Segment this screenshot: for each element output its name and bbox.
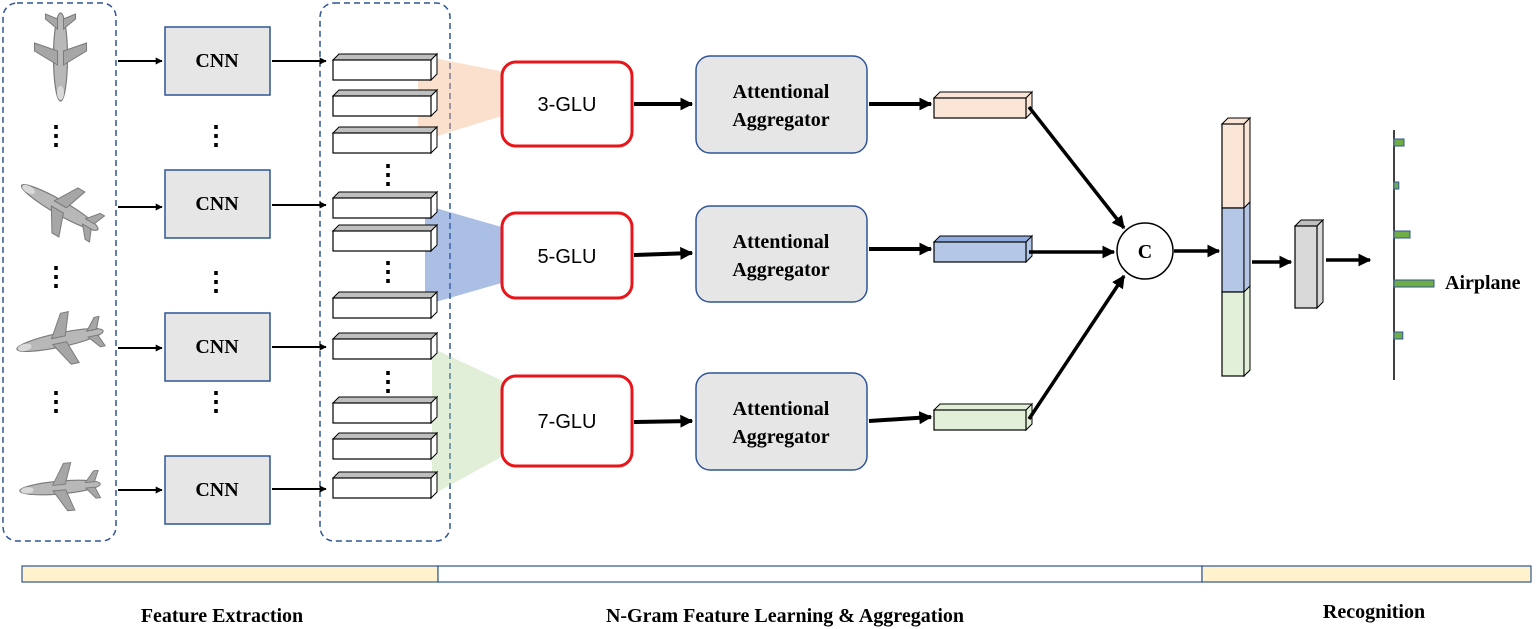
aggregator-label-line2: Aggregator (732, 259, 829, 281)
ellipsis-features-2: ⋮ (375, 257, 401, 286)
glu7-label: 7-GLU (538, 411, 597, 433)
concatenated-shape-feature (1220, 116, 1252, 378)
ngram5-feature (932, 234, 1034, 264)
view-feature-bar (331, 52, 439, 82)
arrow-aggregator3-to-feature (868, 411, 933, 425)
prediction-bar (1393, 331, 1404, 340)
glu7-receptive-field (432, 348, 505, 495)
prediction-bar (1393, 279, 1435, 288)
classifier-block (1293, 218, 1325, 310)
cnn-label: CNN (195, 336, 239, 358)
glu5-receptive-field (425, 205, 505, 305)
stage-bar-recognition (1201, 565, 1532, 583)
prediction-histogram: Airplane (1393, 130, 1521, 380)
prediction-bar (1393, 230, 1411, 239)
concat-node: C (1116, 222, 1174, 280)
stage-label-recognition: Recognition (1323, 601, 1425, 623)
ellipsis-cnn-2: ⋮ (203, 267, 229, 296)
input-views-container (2, 2, 117, 542)
airplane-view-4 (17, 459, 103, 516)
ellipsis-cnn-3: ⋮ (203, 387, 229, 416)
predicted-class-label: Airplane (1445, 272, 1521, 294)
arrow-glu7-to-aggregator (633, 414, 694, 428)
cnn-label: CNN (195, 479, 239, 501)
view-feature-bar (331, 470, 439, 500)
ellipsis-features-3: ⋮ (375, 367, 401, 396)
aggregator-label-line1: Attentional (733, 398, 830, 420)
stage-bar-ngram-learning (437, 565, 1203, 583)
view-feature-bar (331, 223, 439, 253)
glu3-block: 3-GLU (500, 60, 634, 148)
aggregator-label-line2: Aggregator (732, 109, 829, 131)
glu5-label: 5-GLU (538, 246, 597, 268)
ellipsis-views-1: ⋮ (43, 121, 69, 150)
attentional-aggregator-1: Attentional Aggregator (695, 55, 868, 154)
view-feature-bar (331, 331, 439, 361)
arrow-glu5-to-aggregator (633, 246, 694, 260)
view-feature-bar (331, 190, 439, 220)
view-feature-bar (331, 431, 439, 461)
arrow-ngram7-to-concat (1027, 274, 1126, 420)
glu3-label: 3-GLU (538, 94, 597, 116)
view-feature-bar (331, 125, 439, 155)
ellipsis-features-1: ⋮ (375, 160, 401, 189)
cnn-label: CNN (195, 193, 239, 215)
cnn-label: CNN (195, 50, 239, 72)
cnn-block-1: CNN (164, 26, 271, 96)
view-features-container (319, 2, 451, 542)
airplane-view-1 (33, 12, 88, 102)
glu5-block: 5-GLU (500, 211, 634, 300)
cnn-block-4: CNN (164, 455, 271, 525)
prediction-bar (1393, 138, 1405, 147)
aggregator-label-line1: Attentional (733, 81, 830, 103)
stage-bar-feature-extraction (21, 565, 439, 583)
arrow-ngram3-to-concat (1027, 105, 1126, 230)
aggregator-label-line1: Attentional (733, 231, 830, 253)
ngram3-feature (932, 90, 1034, 120)
airplane-view-2 (7, 162, 112, 253)
stage-label-ngram-learning: N-Gram Feature Learning & Aggregation (606, 605, 964, 627)
view-feature-bar (331, 395, 439, 425)
cnn-block-2: CNN (164, 169, 271, 239)
glu3-receptive-field (418, 55, 505, 142)
ngram7-feature (932, 402, 1034, 432)
view-feature-bar (331, 290, 439, 320)
cnn-block-3: CNN (164, 312, 271, 382)
prediction-bar (1393, 181, 1400, 190)
concat-label: C (1138, 241, 1152, 263)
ellipsis-views-3: ⋮ (43, 387, 69, 416)
glu7-block: 7-GLU (500, 374, 634, 468)
stage-label-feature-extraction: Feature Extraction (141, 605, 303, 627)
aggregator-label-line2: Aggregator (732, 426, 829, 448)
view-feature-bar (331, 88, 439, 118)
stage-bar (21, 565, 1532, 583)
ellipsis-views-2: ⋮ (43, 262, 69, 291)
airplane-view-3 (10, 304, 110, 376)
ellipsis-cnn-1: ⋮ (203, 121, 229, 150)
attentional-aggregator-2: Attentional Aggregator (695, 205, 868, 303)
attentional-aggregator-3: Attentional Aggregator (695, 372, 868, 471)
